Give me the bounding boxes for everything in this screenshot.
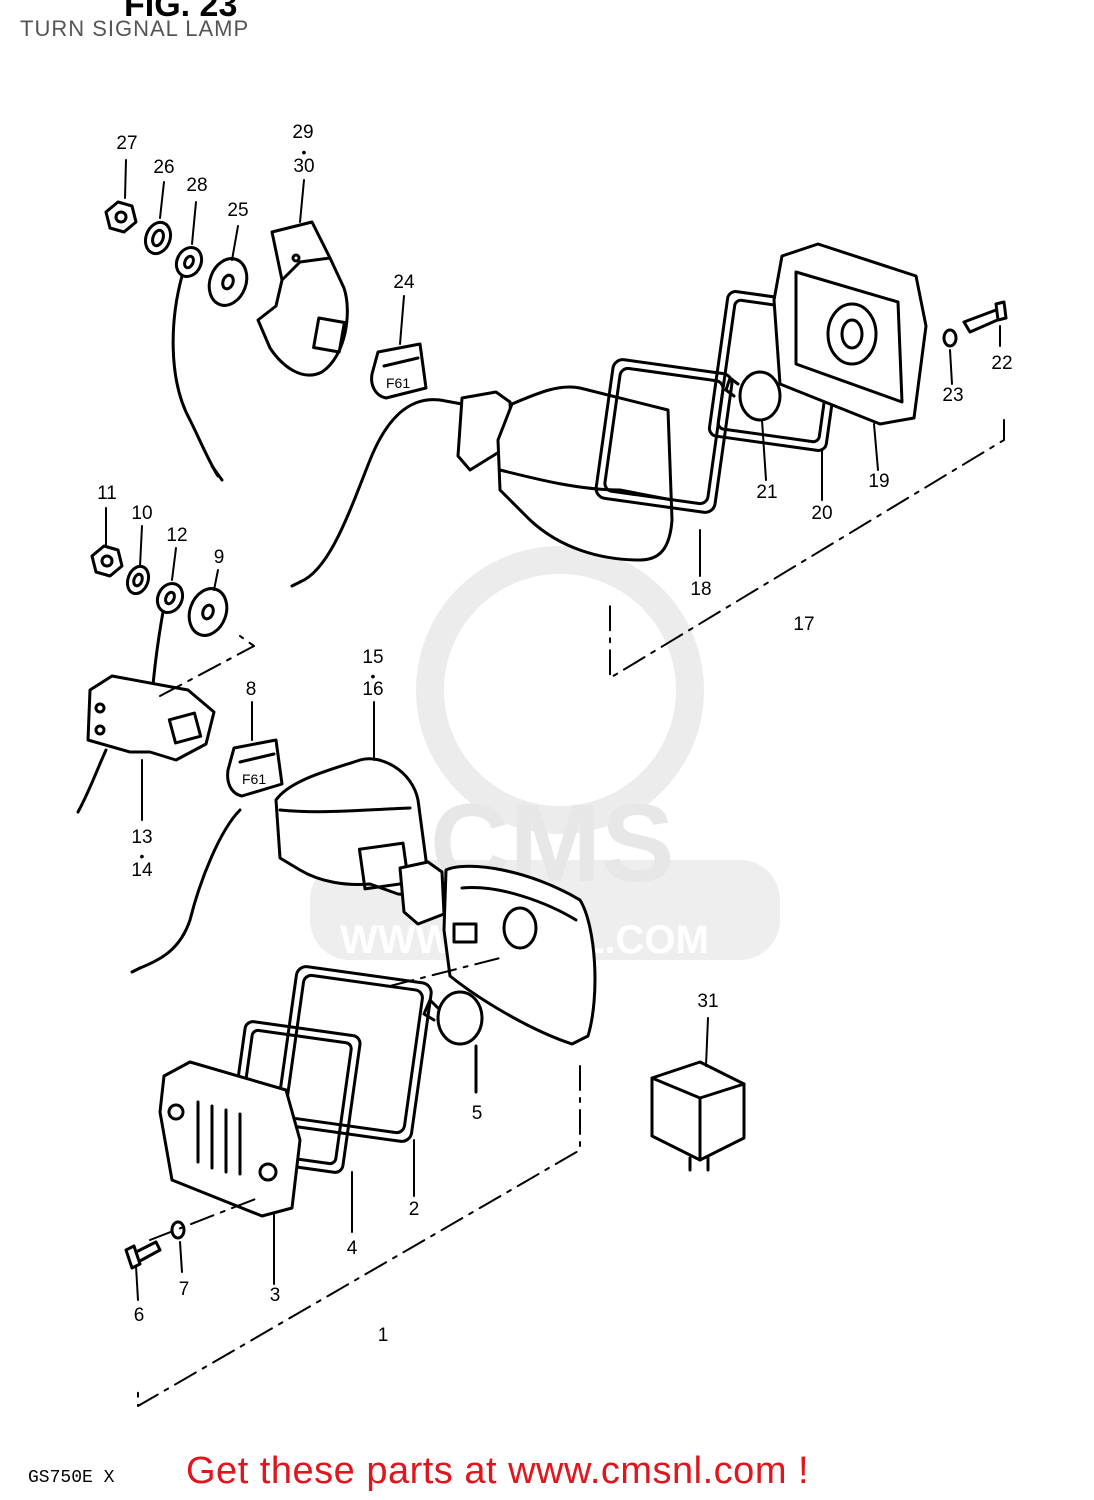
callout-29: 29: [292, 122, 314, 143]
callout-30: 30: [293, 156, 315, 177]
callout-4: 4: [346, 1238, 358, 1259]
part-27-nut: [104, 200, 138, 234]
callout-11: 11: [97, 483, 117, 504]
callout-14: 14: [131, 860, 153, 881]
part-15-16-cover: [274, 757, 428, 898]
part-26-washer: [143, 220, 173, 256]
part-28-ground-wire: [171, 245, 224, 482]
part-24-grommet: F61: [370, 342, 428, 400]
svg-text:F61: F61: [386, 375, 410, 391]
callout-1: 1: [377, 1325, 389, 1346]
callout-13-14-separator: •: [139, 848, 145, 864]
part-19-lens: [772, 242, 928, 426]
callout-7: 7: [178, 1279, 190, 1300]
callout-28: 28: [186, 175, 208, 196]
part-2-gasket: [275, 965, 433, 1143]
callout-24: 24: [393, 272, 415, 293]
callout-25: 25: [227, 200, 249, 221]
callout-23: 23: [942, 385, 964, 406]
callout-13: 13: [131, 827, 153, 848]
page-title: TURN SIGNAL LAMP: [20, 16, 250, 41]
part-3-lens: [158, 1060, 302, 1218]
callout-15-16-separator: •: [370, 668, 376, 684]
part-13-14-bracket: [76, 674, 216, 814]
callout-3: 3: [269, 1285, 281, 1306]
callout-10: 10: [131, 503, 153, 524]
part-22-screw: [962, 300, 1008, 334]
callout-21: 21: [756, 482, 778, 503]
model-code: GS750E X: [28, 1468, 115, 1488]
part-6-screw: [124, 1240, 162, 1270]
part-9-washer: [187, 587, 229, 637]
part-21-bulb: [724, 370, 782, 422]
callout-26: 26: [153, 157, 175, 178]
callout-31: 31: [697, 991, 719, 1012]
part-17-housing: [290, 385, 674, 588]
callout-15: 15: [362, 647, 384, 668]
callout-12: 12: [166, 525, 188, 546]
part-7-washer: [170, 1220, 186, 1240]
callout-19: 19: [868, 471, 890, 492]
callout-8: 8: [245, 679, 257, 700]
callout-6: 6: [133, 1305, 145, 1326]
callout-22: 22: [991, 353, 1013, 374]
part-12-ground-wire: [150, 581, 185, 698]
callout-27: 27: [116, 133, 138, 154]
callout-2: 2: [408, 1199, 420, 1220]
part-23-washer: [942, 328, 958, 348]
callout-18: 18: [690, 579, 712, 600]
part-31-relay: [650, 1060, 746, 1172]
part-5-bulb: [422, 990, 484, 1094]
callout-9: 9: [213, 547, 225, 568]
callout-16: 16: [362, 679, 384, 700]
part-29-30-bracket: [256, 220, 349, 377]
callout-29-30-separator: •: [301, 144, 307, 160]
callout-20: 20: [811, 503, 833, 524]
front-lamp-wire: [138, 808, 242, 970]
part-25-washer: [207, 257, 249, 307]
part-11-nut: [90, 544, 124, 578]
part-18-gasket: [594, 358, 734, 514]
part-8-grommet: F61: [226, 738, 284, 798]
part-10-washer: [125, 564, 151, 596]
svg-text:F61: F61: [242, 771, 266, 787]
cta-link[interactable]: Get these parts at www.cmsnl.com !: [186, 1450, 810, 1492]
callout-5: 5: [471, 1103, 483, 1124]
figure-number: FIG. 23: [124, 0, 238, 24]
callout-17: 17: [793, 614, 815, 635]
part-1-housing: [398, 860, 597, 1046]
